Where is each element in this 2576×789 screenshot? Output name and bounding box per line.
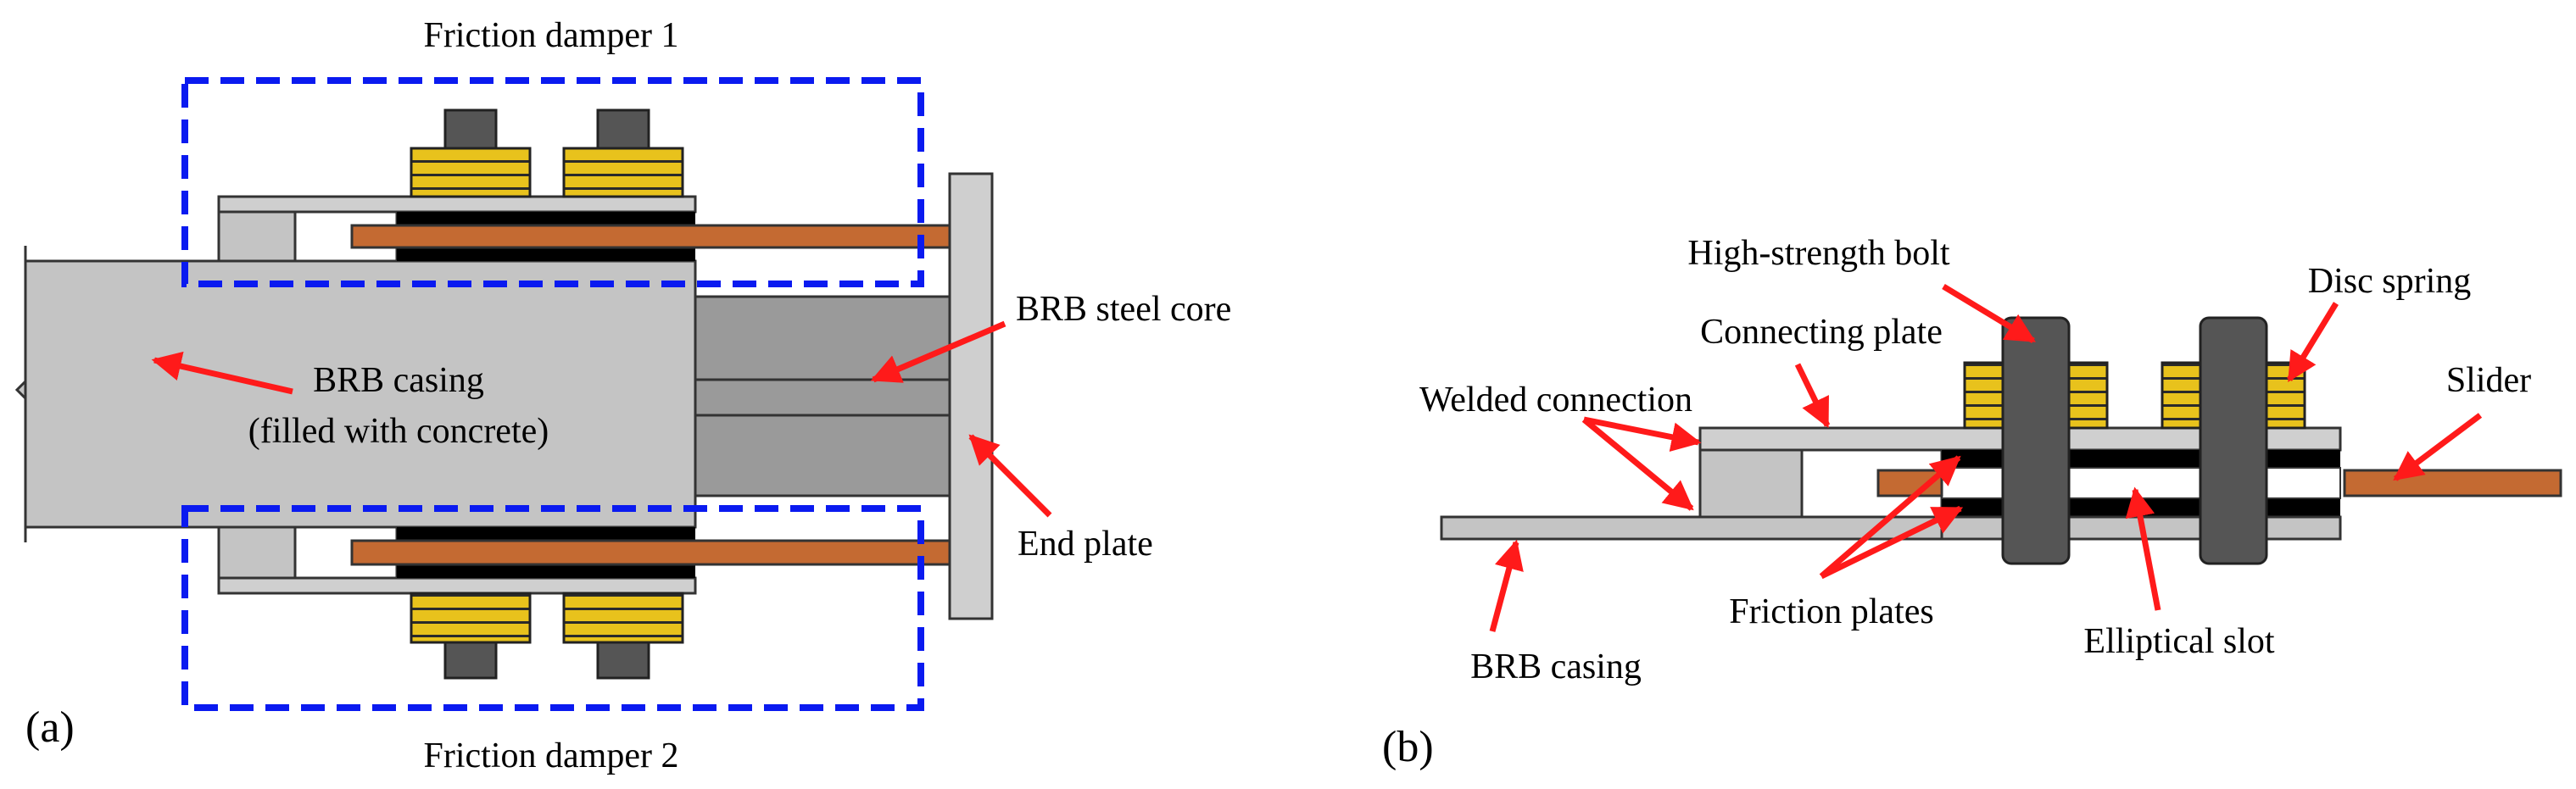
lower-bolt-2 xyxy=(562,592,684,680)
b-bolt-2 xyxy=(2161,316,2306,565)
label-friction-damper-1: Friction damper 1 xyxy=(424,16,679,55)
upper-bolt-1 xyxy=(410,108,532,198)
label-brb-casing: BRB casing xyxy=(313,361,484,400)
arrow-friction-plates-1 xyxy=(1819,455,1961,579)
friction-damper-1-box xyxy=(181,77,924,287)
label-friction-plates: Friction plates xyxy=(1729,592,1933,631)
panel-b-label: (b) xyxy=(1382,723,1434,771)
lower-slider xyxy=(350,539,951,566)
b-weld-block xyxy=(1698,448,1804,519)
arrow-brb-casing xyxy=(151,351,293,395)
upper-damper-assembly xyxy=(217,108,951,263)
label-friction-damper-2: Friction damper 2 xyxy=(424,736,679,775)
lower-damper-assembly xyxy=(217,525,951,680)
label-disc-spring: Disc spring xyxy=(2308,262,2472,301)
label-high-strength-bolt: High-strength bolt xyxy=(1687,234,1949,273)
arrow-high-strength-bolt xyxy=(1942,284,2036,343)
panel-b: High-strength bolt Disc spring Connectin… xyxy=(1382,234,2562,771)
panel-a: Friction damper 1 Friction damper 2 BRB … xyxy=(14,16,1231,775)
upper-bolt-2 xyxy=(562,108,684,198)
lower-bolt-1 xyxy=(410,592,532,680)
arrow-disc-spring xyxy=(2287,302,2339,382)
brb-steel-core xyxy=(694,295,951,497)
arrow-b-brb-casing xyxy=(1489,539,1524,632)
arrow-connecting-plate xyxy=(1794,363,1831,429)
arrow-slider xyxy=(2393,413,2483,481)
arrow-friction-plates-2 xyxy=(1820,505,1964,580)
upper-slider xyxy=(350,224,951,249)
b-slider-right xyxy=(2343,469,2562,497)
label-slider: Slider xyxy=(2446,361,2531,400)
arrow-welded-connection-2 xyxy=(1581,417,1694,511)
arrow-welded-connection-1 xyxy=(1583,416,1702,452)
label-b-brb-casing: BRB casing xyxy=(1470,647,1642,686)
label-end-plate: End plate xyxy=(1018,525,1153,564)
panel-a-label: (a) xyxy=(25,703,75,752)
label-brb-casing-note: (filled with concrete) xyxy=(248,412,549,451)
arrow-brb-steel-core xyxy=(870,320,1006,383)
label-elliptical-slot: Elliptical slot xyxy=(2083,622,2274,661)
arrow-end-plate xyxy=(968,434,1052,518)
label-brb-steel-core: BRB steel core xyxy=(1016,290,1231,329)
label-welded-connection: Welded connection xyxy=(1419,381,1692,420)
label-connecting-plate: Connecting plate xyxy=(1700,313,1943,352)
friction-damper-2-box xyxy=(181,505,924,711)
arrow-elliptical-slot xyxy=(2125,486,2161,611)
b-bolt-1 xyxy=(1963,316,2109,565)
end-plate xyxy=(948,172,994,620)
